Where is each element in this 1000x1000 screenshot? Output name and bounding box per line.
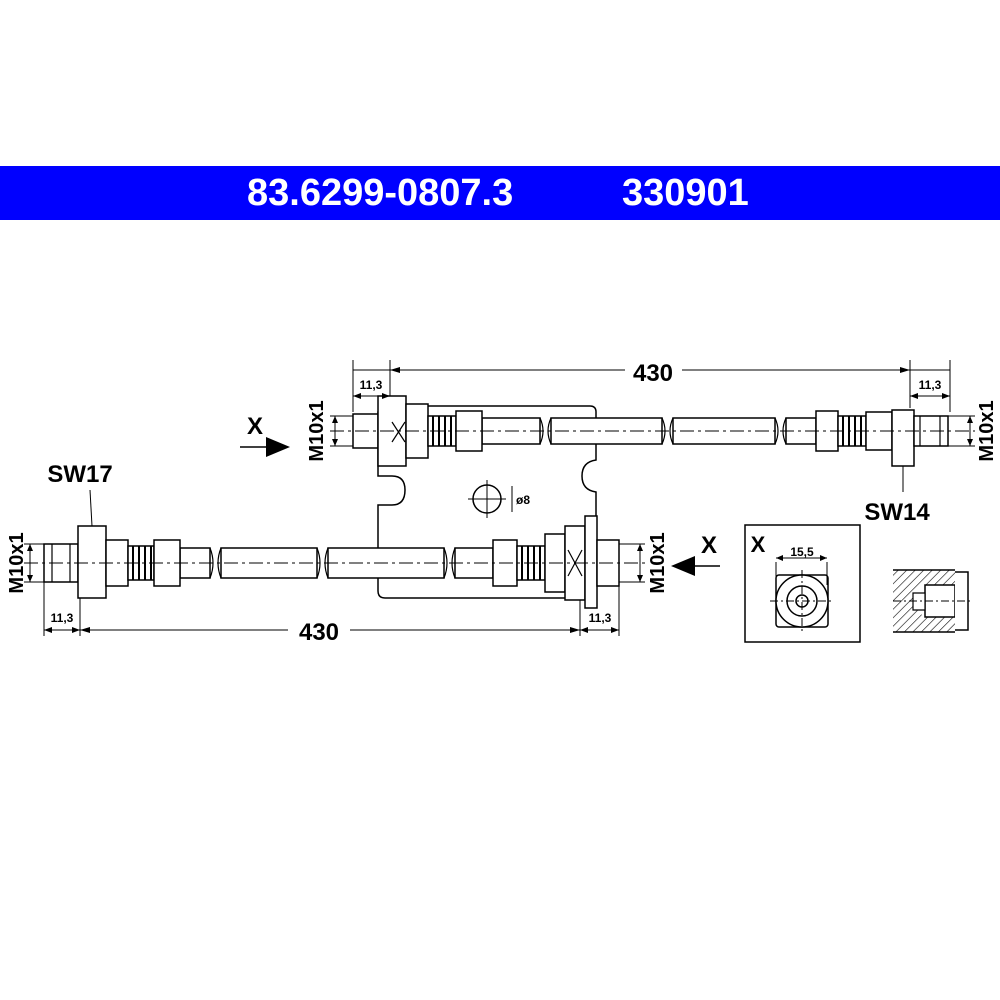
- reference-number: 330901: [622, 172, 749, 214]
- top-right-fitting-dim: 11,3: [919, 378, 942, 392]
- top-view-marker: X: [240, 413, 290, 457]
- part-number: 83.6299-0807.3: [247, 172, 514, 214]
- dimension-arrows-top: [353, 367, 950, 399]
- header-bar: 83.6299-0807.3 330901: [0, 166, 1000, 220]
- hose-bottom: [24, 515, 645, 609]
- bottom-right-thread-label: M10x1: [647, 532, 669, 593]
- bottom-view-marker: X: [671, 532, 720, 576]
- bottom-length-label: 430: [299, 619, 339, 646]
- detail-x-dimension: 15,5: [790, 545, 814, 559]
- top-length-label: 430: [633, 360, 673, 387]
- bottom-right-fitting-dim: 11,3: [589, 611, 612, 625]
- bottom-wrench-size: SW17: [47, 461, 112, 488]
- top-right-thread-label: M10x1: [976, 400, 998, 461]
- top-left-fitting-dim: 11,3: [360, 378, 383, 392]
- detail-x-view: X 15,5: [744, 524, 861, 643]
- dimensions-bottom: [43, 582, 620, 636]
- bracket-hole: ø8: [468, 480, 530, 518]
- hole-diameter-label: ø8: [516, 493, 530, 507]
- seat-section-detail: [893, 569, 972, 633]
- sw17-leader: [89, 489, 93, 527]
- detail-x-title: X: [751, 532, 766, 557]
- hose-top: [330, 395, 975, 467]
- top-wrench-size: SW14: [864, 499, 930, 526]
- top-view-letter: X: [247, 413, 263, 440]
- bottom-view-letter: X: [701, 532, 717, 559]
- bottom-left-thread-label: M10x1: [6, 532, 28, 593]
- top-left-thread-label: M10x1: [306, 400, 328, 461]
- bottom-left-fitting-dim: 11,3: [51, 611, 74, 625]
